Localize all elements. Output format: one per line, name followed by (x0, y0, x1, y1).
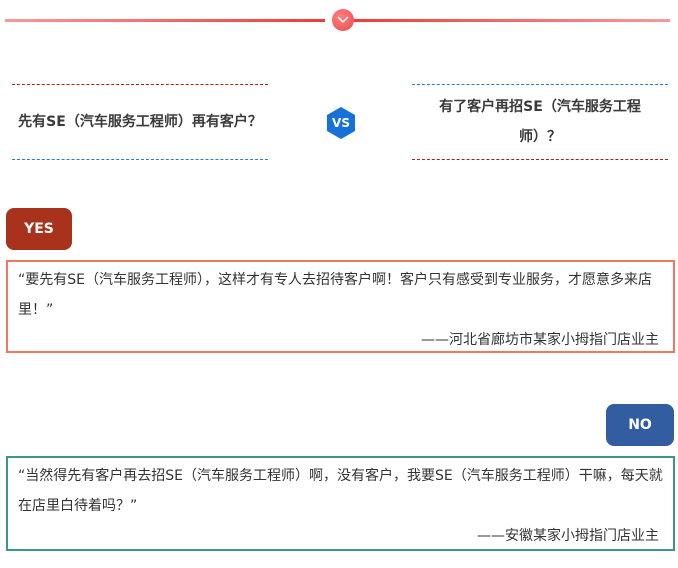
hexagon-icon (327, 107, 355, 139)
no-quote-text: “当然得先有客户再去招SE（汽车服务工程师）啊，没有客户，我要SE（汽车服务工程… (18, 468, 663, 514)
divider-line-left (5, 19, 325, 22)
no-tag: NO (606, 404, 674, 446)
question-left: 先有SE（汽车服务工程师）再有客户？ (12, 84, 268, 160)
vs-badge: VS (326, 106, 356, 140)
chevron-down-icon (332, 9, 354, 31)
yes-quote-attribution: ——河北省廊坊市某家小拇指门店业主 (421, 332, 659, 348)
no-tag-label: NO (628, 417, 652, 433)
yes-quote-text: “要先有SE（汽车服务工程师），这样才有专人去招待客户啊！客户只有感受到专业服务… (18, 272, 652, 318)
divider-line-right (352, 19, 670, 22)
vs-label: VS (332, 116, 350, 130)
yes-quote-box: “要先有SE（汽车服务工程师），这样才有专人去招待客户啊！客户只有感受到专业服务… (6, 260, 675, 353)
no-quote-attribution: ——安徽某家小拇指门店业主 (477, 528, 659, 544)
question-right-text: 有了客户再招SE（汽车服务工程师）？ (439, 99, 641, 145)
no-quote-box: “当然得先有客户再去招SE（汽车服务工程师）啊，没有客户，我要SE（汽车服务工程… (6, 456, 675, 551)
question-right: 有了客户再招SE（汽车服务工程师）？ (412, 84, 668, 160)
yes-tag: YES (6, 208, 72, 250)
yes-tag-label: YES (24, 221, 54, 237)
question-left-text: 先有SE（汽车服务工程师）再有客户？ (18, 114, 262, 130)
